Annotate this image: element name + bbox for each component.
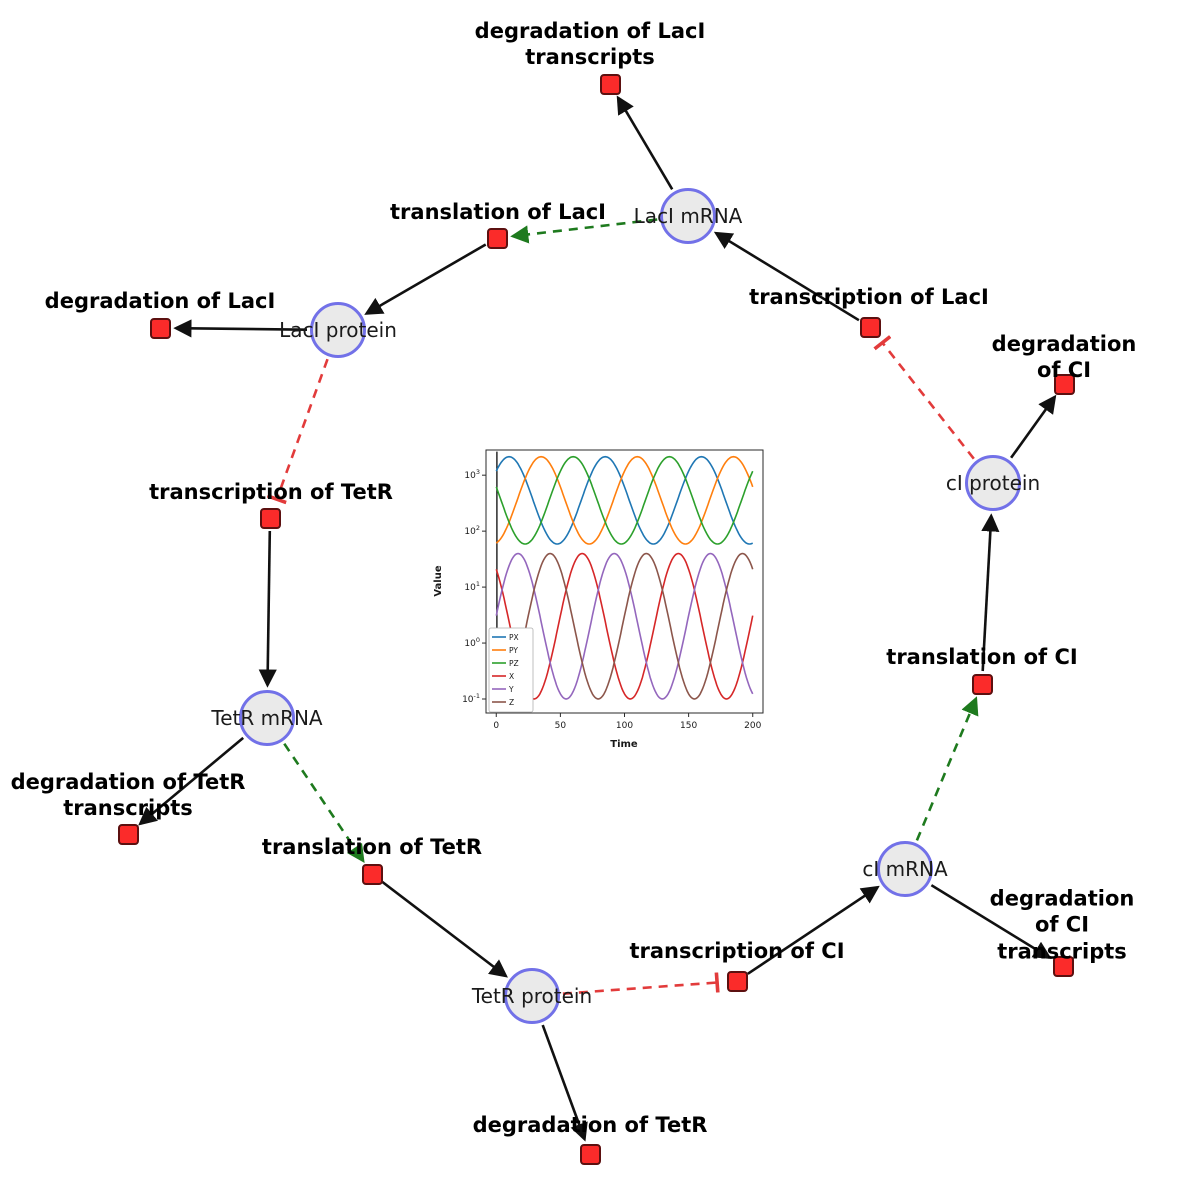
- x-tick-label: 100: [616, 721, 633, 731]
- series-PY: [495, 455, 754, 545]
- species-node-ci-prot: [965, 455, 1021, 511]
- reaction-label-transcription-laci: transcription of LacI: [749, 284, 989, 309]
- edge-consumption-ci-prot-to-deg-ci: [1010, 394, 1057, 459]
- reaction-label-translation-laci: translation of LacI: [390, 199, 606, 224]
- reaction-node-deg-tetr-tx: [117, 823, 139, 845]
- species-label-ci-prot: cI protein: [945, 471, 1041, 495]
- species-node-laci-mrna: [660, 188, 716, 244]
- reaction-label-transcription-ci: transcription of CI: [629, 938, 845, 963]
- x-axis-label: Time: [610, 739, 638, 750]
- edge-consumption-tetr-mrna-to-deg-tetr-tx: [138, 736, 245, 826]
- reaction-label-deg-tetr: degradation of TetR: [472, 1112, 708, 1137]
- edge-consumption-laci-prot-to-deg-laci: [173, 319, 308, 338]
- reaction-node-deg-ci: [1053, 373, 1075, 395]
- edge-production-transcription-laci-to-laci-mrna: [713, 231, 860, 322]
- edge-consumption-ci-mrna-to-deg-ci-tx: [930, 884, 1052, 960]
- reaction-label-deg-laci-tx: degradation of LacI transcripts: [474, 18, 706, 69]
- edge-inhibition-ci-prot-to-transcription-laci: [873, 335, 975, 460]
- y-tick-label: 102: [464, 524, 480, 537]
- edge-consumption-tetr-prot-to-deg-tetr: [541, 1024, 588, 1142]
- x-tick-label: 0: [493, 721, 499, 731]
- legend: [488, 627, 534, 713]
- x-tick-label: 150: [680, 721, 697, 731]
- reaction-label-deg-ci: degradation of CI: [991, 331, 1137, 382]
- edge-inhibition-laci-prot-to-transcription-tetr: [266, 358, 329, 505]
- species-label-laci-mrna: LacI mRNA: [633, 204, 743, 228]
- edge-production-translation-tetr-to-tetr-prot: [381, 880, 508, 978]
- series-PZ: [495, 455, 754, 545]
- legend-label-PX: PX: [509, 633, 519, 642]
- oscillation-chart: Time Value 10-1 100 101 102 103 0 50 100 150 200 P…: [433, 449, 764, 750]
- y-tick-label: 101: [464, 580, 480, 593]
- edge-production-translation-ci-to-ci-prot: [981, 513, 1000, 672]
- species-label-tetr-prot: TetR protein: [471, 984, 593, 1008]
- y-tick-label: 100: [464, 636, 480, 649]
- x-tick-label: 200: [744, 721, 761, 731]
- reaction-node-deg-laci: [149, 317, 171, 339]
- reaction-node-translation-ci: [971, 673, 993, 695]
- species-label-tetr-mrna: TetR mRNA: [211, 706, 323, 730]
- reaction-label-deg-laci: degradation of LacI: [44, 288, 276, 313]
- species-node-laci-prot: [310, 302, 366, 358]
- legend-label-Z: Z: [509, 698, 514, 707]
- reaction-node-transcription-ci: [726, 970, 748, 992]
- reaction-label-deg-tetr-tx: degradation of TetR transcripts: [10, 769, 246, 820]
- reaction-node-translation-tetr: [361, 863, 383, 885]
- reaction-label-translation-ci: translation of CI: [886, 644, 1078, 669]
- species-node-tetr-mrna: [239, 690, 295, 746]
- edge-inhibition-tetr-prot-to-transcription-ci: [562, 972, 720, 995]
- chart-inset: Time Value 10-1 100 101 102 103 0 50 100 150 200 P…: [428, 442, 773, 757]
- reaction-label-translation-tetr: translation of TetR: [261, 834, 483, 859]
- reaction-node-transcription-laci: [859, 316, 881, 338]
- legend-label-X: X: [509, 672, 514, 681]
- edge-production-transcription-tetr-to-tetr-mrna: [258, 530, 277, 688]
- reaction-node-deg-tetr: [579, 1143, 601, 1165]
- y-tick-label: 10-1: [462, 692, 480, 705]
- y-axis-label: Value: [433, 565, 444, 596]
- reaction-label-deg-ci-tx: degradation of CI transcripts: [989, 886, 1135, 964]
- edge-modifier-laci-mrna-to-translation-laci: [510, 218, 658, 244]
- reaction-node-deg-laci-tx: [599, 73, 621, 95]
- species-node-tetr-prot: [504, 968, 560, 1024]
- legend-label-PZ: PZ: [509, 659, 519, 668]
- series-Z: [495, 552, 754, 700]
- reaction-node-translation-laci: [486, 227, 508, 249]
- series-Y: [495, 552, 754, 700]
- x-tick-label: 50: [555, 721, 567, 731]
- species-label-ci-mrna: cI mRNA: [862, 857, 948, 881]
- legend-label-PY: PY: [509, 646, 518, 655]
- species-label-laci-prot: LacI protein: [279, 318, 397, 342]
- series-PX: [495, 455, 754, 545]
- reaction-node-transcription-tetr: [259, 507, 281, 529]
- species-node-ci-mrna: [877, 841, 933, 897]
- edge-production-translation-laci-to-laci-prot: [364, 243, 487, 315]
- reaction-label-transcription-tetr: transcription of TetR: [149, 479, 393, 504]
- edge-production-transcription-ci-to-ci-mrna: [747, 885, 880, 975]
- reaction-node-deg-ci-tx: [1052, 955, 1074, 977]
- edge-consumption-laci-mrna-to-deg-laci-tx: [616, 95, 674, 190]
- legend-label-Y: Y: [508, 685, 514, 694]
- y-tick-label: 103: [464, 468, 480, 481]
- series-X: [495, 552, 754, 700]
- edge-modifier-tetr-mrna-to-translation-tetr: [283, 742, 365, 863]
